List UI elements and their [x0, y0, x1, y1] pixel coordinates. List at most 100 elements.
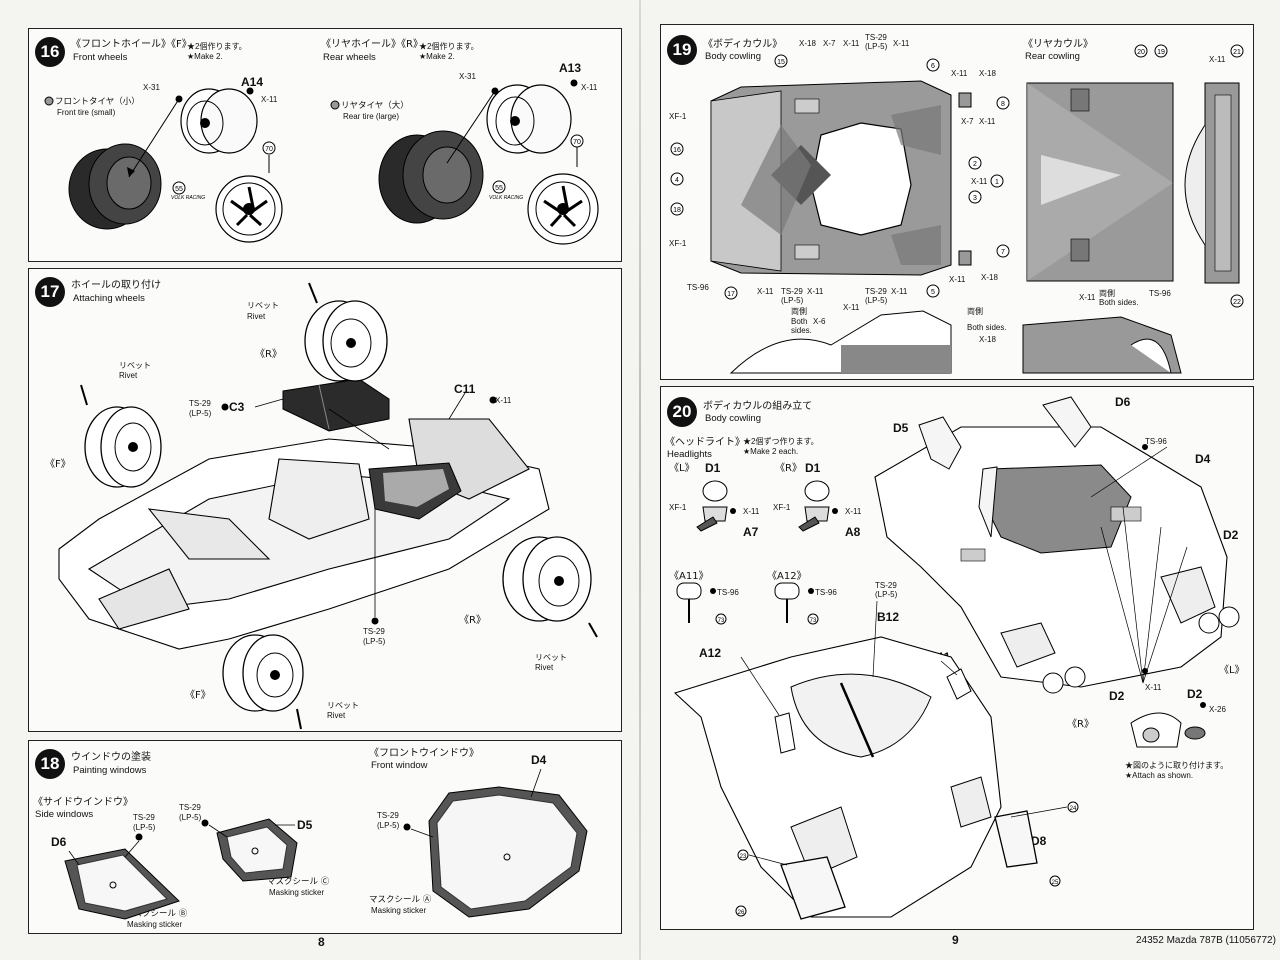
- code-x7-b: X-7: [961, 117, 974, 126]
- part-a14-label: A14: [241, 75, 264, 89]
- code-x18-d: X-18: [979, 335, 996, 344]
- front-x31-label: X-31: [143, 83, 160, 92]
- c3-paint-ts29: TS-29: [189, 399, 211, 408]
- label-l-headlight: 《L》: [669, 463, 695, 474]
- page-divider: [639, 0, 641, 960]
- code-ts29-a: TS-29: [865, 33, 887, 42]
- rear-x31-label: X-31: [459, 72, 476, 81]
- code-x11-f: X-11: [891, 287, 908, 296]
- svg-text:VOLK RACING: VOLK RACING: [489, 195, 523, 201]
- svg-text:19: 19: [1157, 49, 1165, 56]
- label-r-bottom: 《R》: [459, 615, 486, 626]
- code-x11-i: X-11: [971, 177, 988, 186]
- svg-text:7: 7: [1001, 249, 1005, 256]
- svg-text:23: 23: [740, 854, 747, 860]
- step-19-decal-drawing: 15 16 4 18 17 6 8 2 1 3 7 5 20 19 21 22: [670, 44, 1244, 374]
- code-lp5-b: (LP-5): [781, 296, 804, 305]
- body-cowling-topview-graphic: [710, 80, 972, 276]
- code-ts29-c: TS-29: [865, 287, 887, 296]
- step-16-number: 16: [35, 37, 65, 67]
- front-wheel-a14-graphic: [180, 88, 258, 154]
- both-sides-jp-c: 両側: [1099, 289, 1115, 298]
- rear-cowling-en: Rear cowling: [1025, 51, 1080, 62]
- step-20-panel: 20 ボディカウルの組み立て Body cowling 《ヘッドライト》 Hea…: [660, 386, 1254, 930]
- code-x11-e: X-11: [843, 303, 860, 312]
- svg-text:20: 20: [1137, 49, 1145, 56]
- code-ts96-a: TS-96: [687, 283, 709, 292]
- headlights-jp: 《ヘッドライト》: [665, 437, 745, 448]
- side-profile-graphic: [729, 310, 1182, 374]
- d6-paint-lp5: (LP-5): [133, 823, 156, 832]
- d2-detail-graphic: [1130, 712, 1206, 748]
- b12-lp5: (LP-5): [875, 590, 898, 599]
- code-x11-h: X-11: [979, 117, 996, 126]
- rivet-left-en: Rivet: [119, 371, 138, 380]
- front-wheel-detail-graphic: [215, 175, 283, 243]
- step-17-title-jp: ホイールの取り付け: [71, 280, 161, 291]
- right-page-footer: 24352 Mazda 787B (11056772): [1136, 935, 1276, 946]
- svg-text:18: 18: [673, 207, 681, 214]
- decal-55-rear: 55: [495, 185, 503, 192]
- both-sides-en-a2: sides.: [791, 326, 812, 335]
- front-make2-en: ★Make 2.: [187, 52, 223, 61]
- code-x11-d: X-11: [807, 287, 824, 296]
- mask-b-jp: マスクシール Ⓑ: [125, 909, 188, 919]
- both-sides-en-c: Both sides.: [1099, 298, 1139, 307]
- rear-cowling-jp: 《リヤカウル》: [1023, 39, 1093, 50]
- rear-wheel-detail-graphic: [527, 173, 599, 245]
- mask-c-en: Masking sticker: [269, 888, 325, 897]
- code-x11-j: X-11: [949, 275, 966, 284]
- svg-text:8: 8: [1001, 101, 1005, 108]
- code-ts96-b: TS-96: [1149, 289, 1171, 298]
- rear-x11-label: X-11: [581, 83, 598, 92]
- step-18-windows-drawing: [64, 768, 588, 920]
- part-d4: D4: [1195, 452, 1211, 466]
- svg-text:73: 73: [810, 618, 817, 624]
- side-windows-en: Side windows: [35, 809, 94, 820]
- part-a8: A8: [845, 525, 861, 539]
- rear-tire-en: Rear tire (large): [343, 112, 400, 121]
- step-18-title-en: Painting windows: [73, 765, 147, 776]
- step-17-chassis-drawing: [58, 282, 598, 730]
- rear-wheels-title-en: Rear wheels: [323, 52, 376, 63]
- code-lp5-a: (LP-5): [865, 42, 888, 51]
- svg-text:70: 70: [573, 139, 581, 146]
- code-x7-a: X-7: [823, 39, 836, 48]
- x11-left: X-11: [743, 507, 760, 516]
- part-c3-graphic: [282, 378, 390, 432]
- rear-make2-en: ★Make 2.: [419, 52, 455, 61]
- side-windows-jp: 《サイドウインドウ》: [33, 797, 133, 808]
- rear-cowling-topview-graphic: [1026, 82, 1174, 282]
- code-xf1-a: XF-1: [669, 112, 687, 121]
- right-page-number: 9: [952, 933, 959, 947]
- part-d2-top: D2: [1223, 528, 1239, 542]
- step20-decal-markers: 23 24 25 26: [735, 801, 1079, 917]
- svg-text:25: 25: [1052, 880, 1059, 886]
- ts96-d4: TS-96: [1145, 437, 1167, 446]
- svg-text:73: 73: [718, 618, 725, 624]
- lower-body-graphic: [673, 636, 1038, 920]
- make2-each-en: ★Make 2 each.: [743, 447, 799, 456]
- attach-shown-en: ★Attach as shown.: [1125, 771, 1194, 780]
- step-17-number: 17: [35, 277, 65, 307]
- svg-text:4: 4: [675, 177, 679, 184]
- code-ts29-b: TS-29: [781, 287, 803, 296]
- front-x11-label: X-11: [261, 95, 278, 104]
- part-d1-right: D1: [805, 461, 821, 475]
- side-window-d5-graphic: [216, 818, 298, 882]
- decal-number-markers: 15 16 4 18 17 6 8 2 1 3 7 5 20 19 21 22: [670, 44, 1244, 308]
- rivet-right-en: Rivet: [535, 663, 554, 672]
- mirror-a12-graphic: [774, 582, 800, 623]
- part-d2-mid: D2: [1109, 689, 1125, 703]
- d4-paint-lp5: (LP-5): [377, 821, 400, 830]
- mask-a-en: Masking sticker: [371, 906, 427, 915]
- svg-text:22: 22: [1233, 299, 1241, 306]
- lower-paint-ts29: TS-29: [363, 627, 385, 636]
- step-18-title-jp: ウインドウの塗装: [71, 752, 151, 763]
- part-a12: A12: [699, 646, 722, 660]
- step-19-panel: 19 《ボディカウル》 Body cowling 《リヤカウル》 Rear co…: [660, 24, 1254, 380]
- mirror-a11-graphic: [676, 582, 702, 623]
- svg-text:24: 24: [1070, 806, 1077, 812]
- xf1-right: XF-1: [773, 503, 791, 512]
- mask-b-en: Masking sticker: [127, 920, 183, 929]
